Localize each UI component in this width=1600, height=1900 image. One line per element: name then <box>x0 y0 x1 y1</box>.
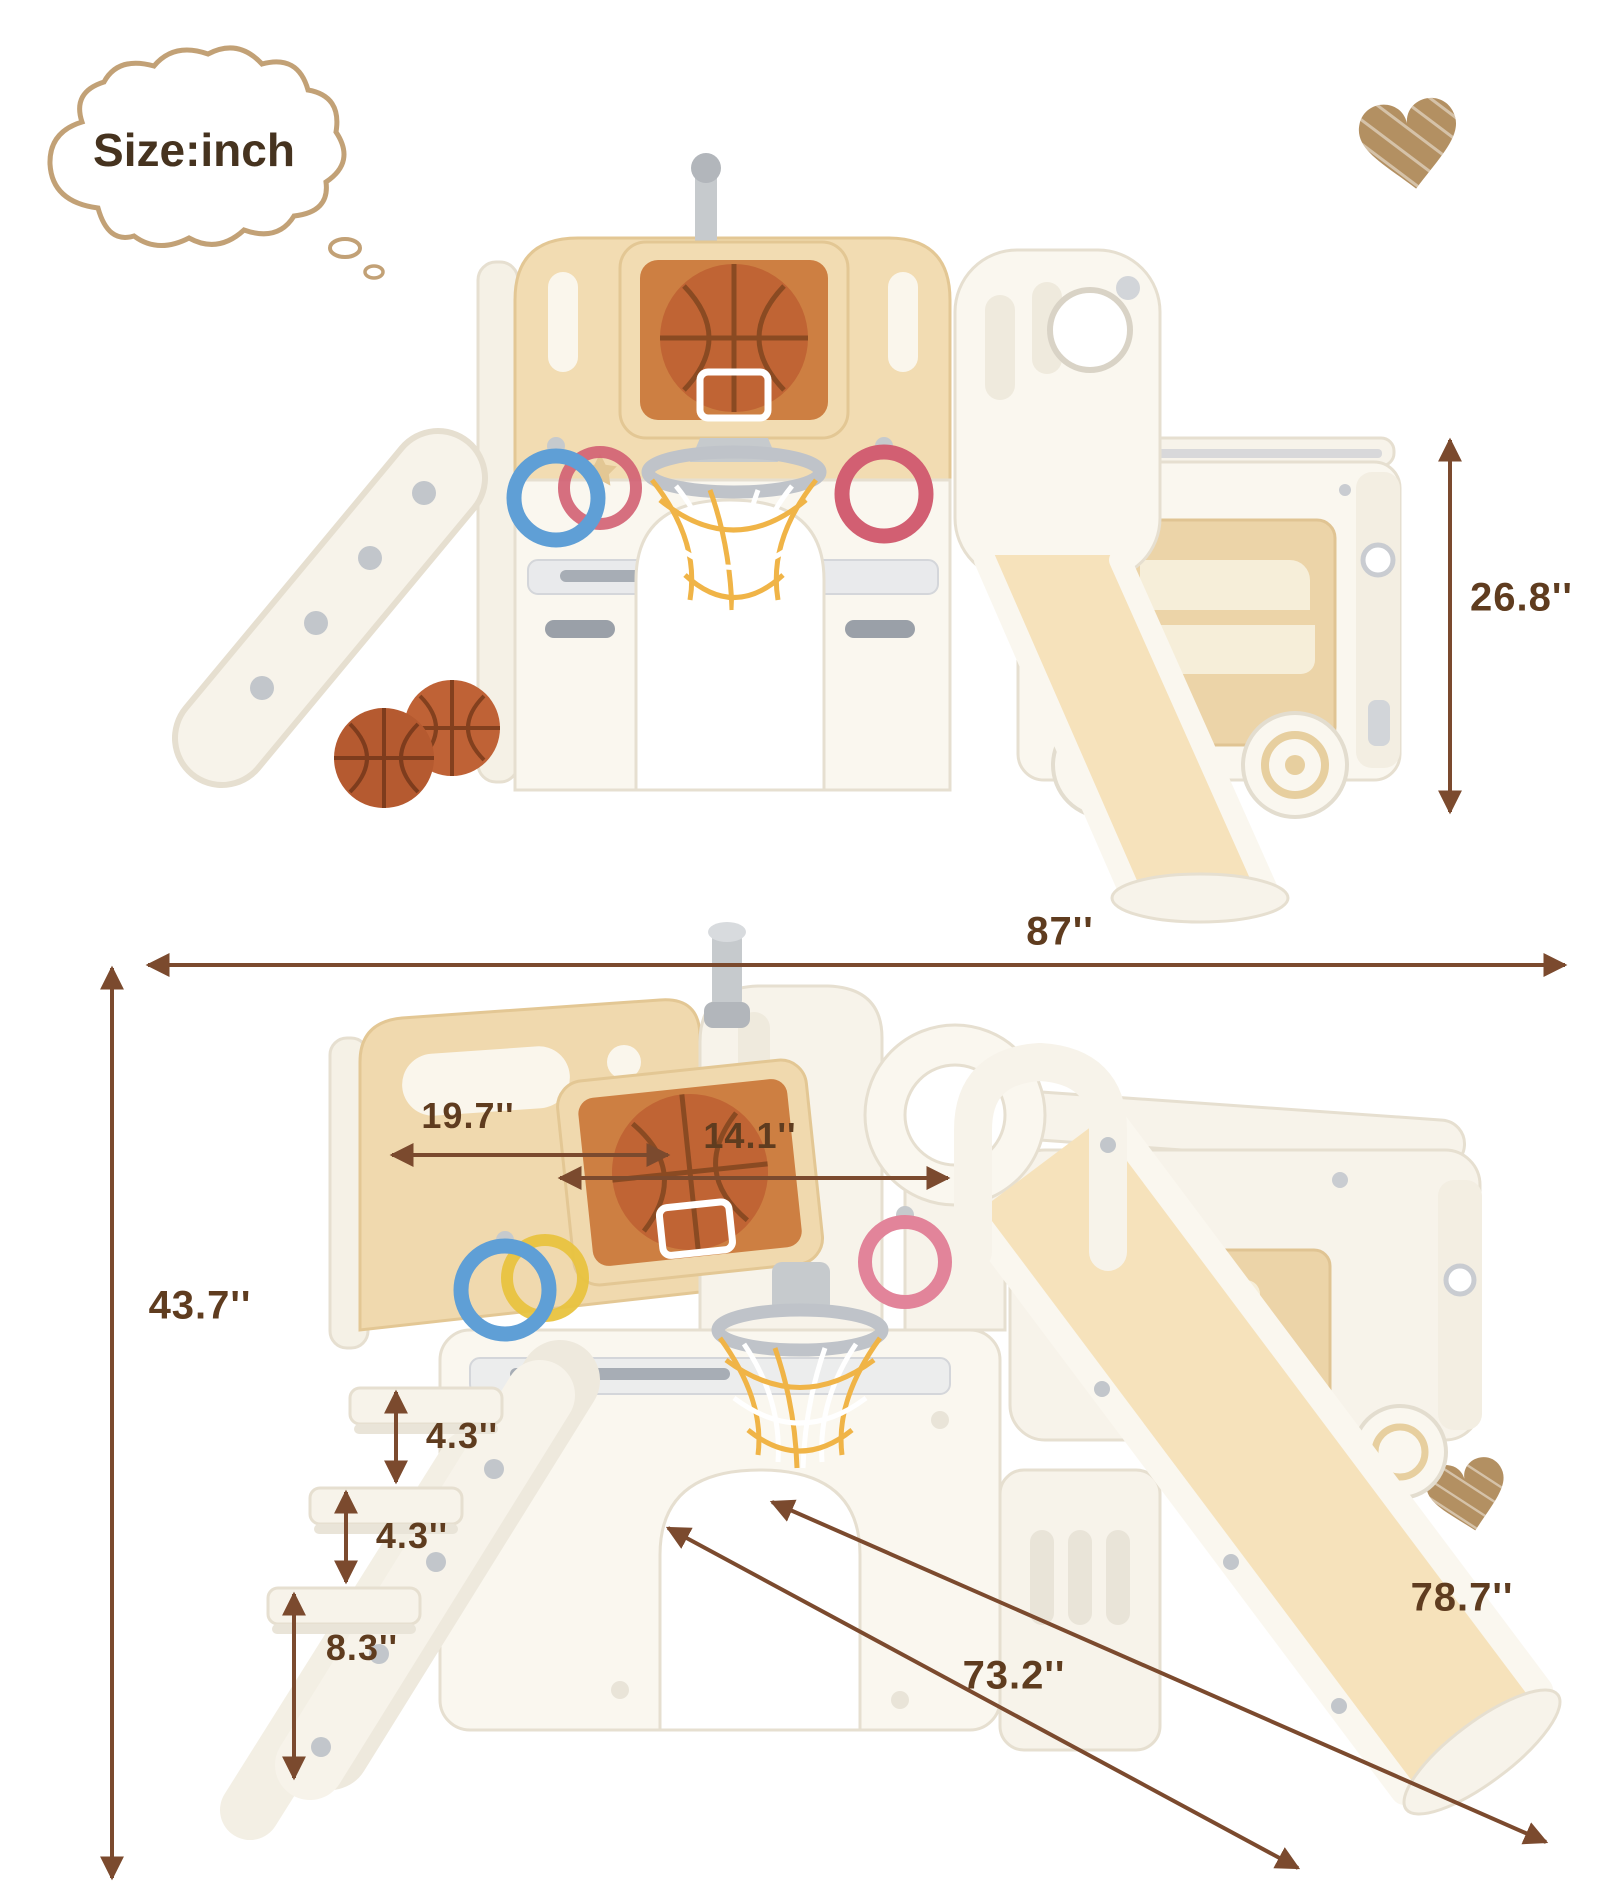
dimension-label-base-length: 73.2'' <box>962 1653 1066 1698</box>
basketball-hoop-net <box>641 438 827 611</box>
step-tread <box>266 1586 422 1634</box>
heart-scribble-top-icon <box>1355 94 1465 195</box>
slide-side-view <box>974 549 1290 924</box>
slide-tower <box>953 248 1162 582</box>
toss-rings-perspective <box>453 1206 952 1342</box>
size-unit-cloud <box>47 45 385 280</box>
basketball-hoop-net-perspective <box>711 1262 889 1469</box>
bus-wheel <box>1241 711 1349 819</box>
toss-rings <box>506 437 934 548</box>
climbing-ladder <box>172 428 488 788</box>
dimension-label-bus-height: 26.8'' <box>1470 575 1573 620</box>
dimension-label-step-rise-middle: 4.3'' <box>375 1515 449 1556</box>
dimension-label-backboard-width: 14.1'' <box>703 1115 797 1156</box>
arrow-slide-length <box>769 1499 1549 1845</box>
staircase <box>220 1340 600 1840</box>
basketballs <box>334 680 500 808</box>
dimension-label-step-rise-bottom: 8.3'' <box>325 1627 399 1668</box>
basketball-backboard <box>618 153 850 440</box>
basketball-backboard-perspective <box>556 1058 825 1287</box>
size-unit-label: Size:inch <box>93 124 295 176</box>
dimension-label-step-rise-top: 4.3'' <box>425 1415 499 1456</box>
playset-perspective-view <box>220 922 1562 1840</box>
dimension-label-overall-height: 43.7'' <box>148 1283 252 1328</box>
dimension-arrows <box>100 437 1568 1881</box>
periscope <box>704 922 750 1028</box>
playset-side-view <box>172 153 1402 924</box>
dimension-label-overall-width: 87'' <box>1026 909 1094 954</box>
basketball-icon <box>660 264 808 412</box>
dimension-label-slide-length: 78.7'' <box>1410 1575 1514 1620</box>
dimension-label-panel-depth: 19.7'' <box>421 1095 515 1136</box>
